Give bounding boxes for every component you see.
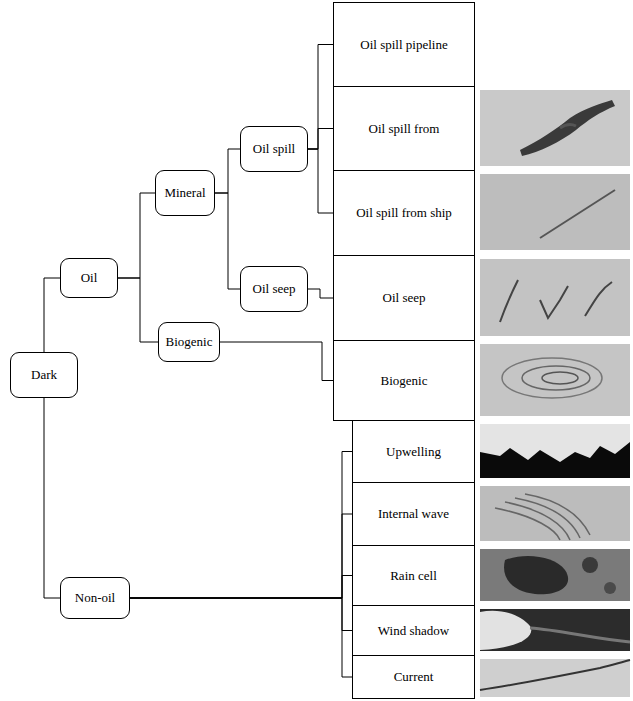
rain-cell-thumbnail [480,549,630,601]
tree-connector [308,45,333,150]
node-label: Dark [31,367,57,383]
node-label: Oil [81,270,98,286]
category-box: Dark [10,352,78,398]
tree-connector [130,576,352,599]
tree-connector [215,193,240,289]
class-box: Oil spill from [333,86,475,171]
category-box: Oil [60,258,118,298]
node-label: Rain cell [390,568,437,584]
node-label: Non-oil [75,590,115,606]
oil-spill-thumbnail [480,90,630,166]
tree-connector [130,514,352,598]
node-label: Biogenic [166,334,213,350]
class-box: Oil spill from ship [333,170,475,256]
tree-connector [220,342,333,381]
tree-connector [308,149,333,213]
node-label: Oil seep [383,290,426,306]
class-box: Current [352,655,475,699]
current-thumbnail [480,659,630,697]
node-label: Oil spill [253,141,295,157]
class-box: Upwelling [352,420,475,483]
wind-shadow-thumbnail [480,609,630,651]
ship-spill-thumbnail [480,174,630,250]
tree-connector [44,278,60,352]
class-box: Wind shadow [352,605,475,656]
category-box: Biogenic [158,322,220,362]
node-label: Oil spill from [369,121,440,137]
tree-connector [130,598,352,631]
tree-connector [118,278,158,342]
node-label: Upwelling [386,444,441,460]
node-label: Current [394,669,434,685]
node-label: Mineral [164,185,205,201]
category-box: Mineral [155,170,215,216]
node-label: Internal wave [378,506,449,522]
category-box: Oil seep [240,266,308,312]
tree-connector [215,149,240,193]
tree-connector [130,452,352,599]
node-label: Wind shadow [378,623,449,639]
tree-connector [130,598,352,677]
node-label: Oil spill pipeline [360,37,447,53]
class-box: Oil spill pipeline [333,2,475,87]
tree-connector [44,398,60,598]
tree-connector [308,289,333,298]
oil-seep-thumbnail [480,259,630,336]
upwelling-thumbnail [480,424,630,478]
tree-connector [308,129,333,150]
class-box: Biogenic [333,340,475,421]
node-label: Oil spill from ship [356,205,452,221]
class-box: Oil seep [333,255,475,341]
class-box: Internal wave [352,482,475,546]
category-box: Oil spill [240,126,308,172]
tree-connector [118,193,155,278]
class-box: Rain cell [352,545,475,606]
node-label: Biogenic [381,373,428,389]
internal-wave-thumbnail [480,486,630,541]
node-label: Oil seep [253,281,296,297]
category-box: Non-oil [60,577,130,619]
biogenic-thumbnail [480,344,630,416]
